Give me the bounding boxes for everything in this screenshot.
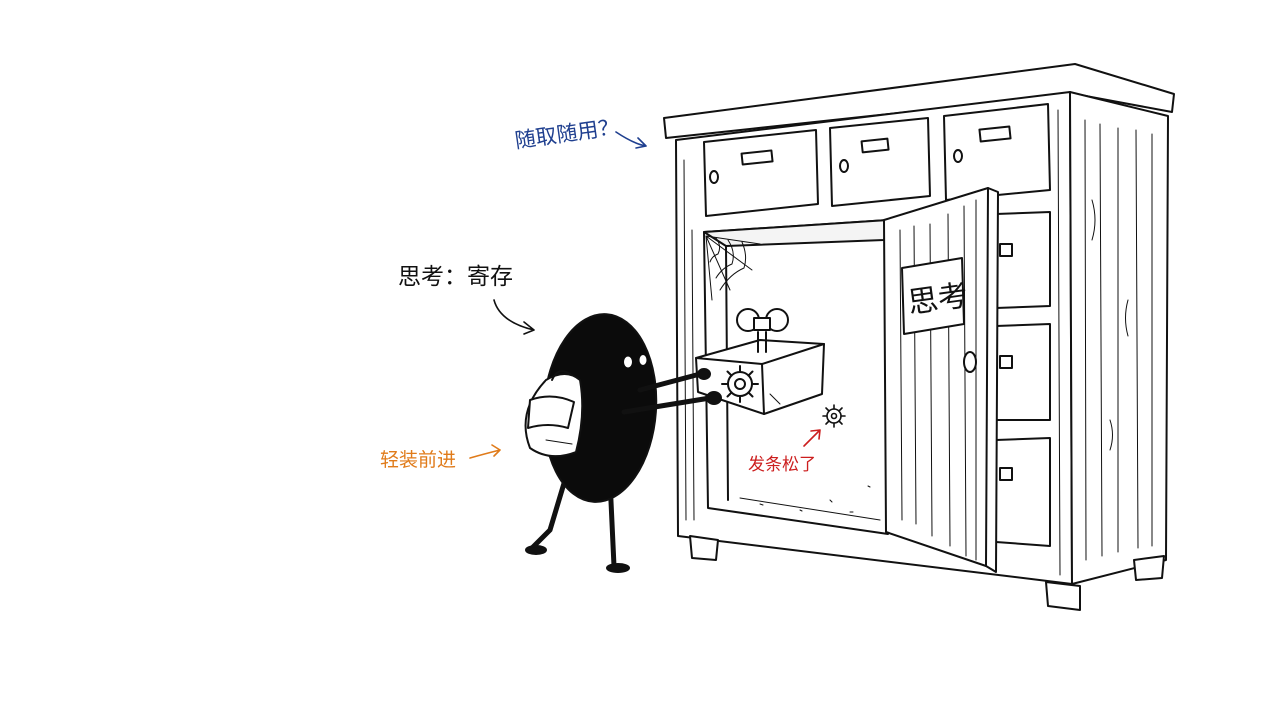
question-arrow <box>615 131 647 149</box>
cabinet-legs <box>689 535 1165 611</box>
drawer-3[interactable] <box>943 103 1051 201</box>
spring-loose-annotation: 发条松了 <box>748 455 816 475</box>
drawer-6[interactable] <box>995 437 1051 547</box>
drawer-1[interactable] <box>703 129 819 217</box>
door-knob[interactable] <box>963 351 977 373</box>
wind-up-box <box>695 308 825 415</box>
wind-up-key-icon <box>736 308 789 353</box>
drawer-2-knob[interactable] <box>839 159 849 173</box>
drawer-3-knob[interactable] <box>953 149 963 163</box>
spring-arrow <box>803 429 821 447</box>
door-label-paper <box>901 257 965 335</box>
cabinet-top-board <box>663 63 1175 139</box>
travel-light-annotation: 轻装前进 <box>380 449 456 471</box>
backpack-icon <box>524 370 584 458</box>
drawer-5[interactable] <box>995 323 1051 421</box>
thinking-deposit-annotation: 思考：寄存 <box>398 264 513 290</box>
spider-web-icon <box>705 235 761 301</box>
small-gear-icon <box>822 404 846 428</box>
top-drawers <box>703 103 1051 217</box>
drawer-1-knob[interactable] <box>709 170 719 184</box>
thinking-arrow <box>493 299 535 335</box>
drawer-4[interactable] <box>995 211 1051 309</box>
gear-icon <box>721 365 759 403</box>
cabinet-door[interactable] <box>883 187 999 573</box>
question-annotation: 随取随用？ <box>513 115 620 153</box>
side-wood-grain <box>1084 119 1153 561</box>
cabinet <box>663 63 1175 611</box>
drawer-2[interactable] <box>829 117 931 207</box>
annotation-arrows <box>469 131 821 459</box>
character <box>524 313 722 573</box>
right-drawers <box>995 211 1051 547</box>
travel-light-arrow <box>469 444 501 459</box>
door-label-text: 思考 <box>906 278 970 321</box>
